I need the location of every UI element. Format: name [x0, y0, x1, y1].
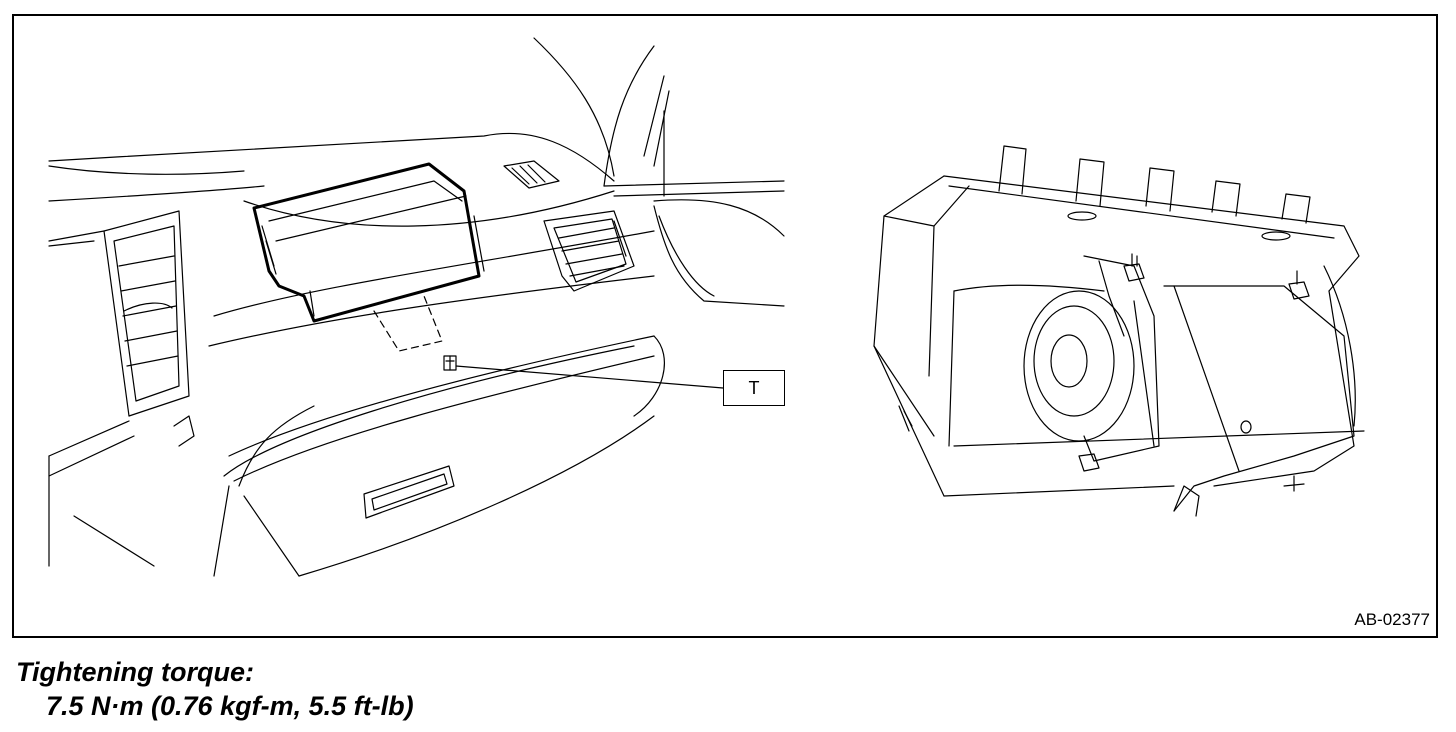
figure-id-label: AB-02377 — [1354, 610, 1430, 629]
callout-leader-line — [455, 365, 724, 389]
callout-label: T — [748, 377, 760, 398]
diagram-frame: T AB-02377 — [12, 14, 1438, 638]
airbag-module-drawing — [873, 145, 1365, 517]
torque-caption-value: 7.5 N·m (0.76 kgf-m, 5.5 ft-lb) — [46, 691, 414, 721]
diagram-illustration — [48, 37, 1365, 577]
callout-label-box: T — [723, 370, 785, 406]
torque-caption-label: Tightening torque: — [16, 657, 254, 687]
dashboard-drawing — [48, 37, 785, 577]
torque-caption: Tightening torque: 7.5 N·m (0.76 kgf-m, … — [16, 655, 414, 723]
